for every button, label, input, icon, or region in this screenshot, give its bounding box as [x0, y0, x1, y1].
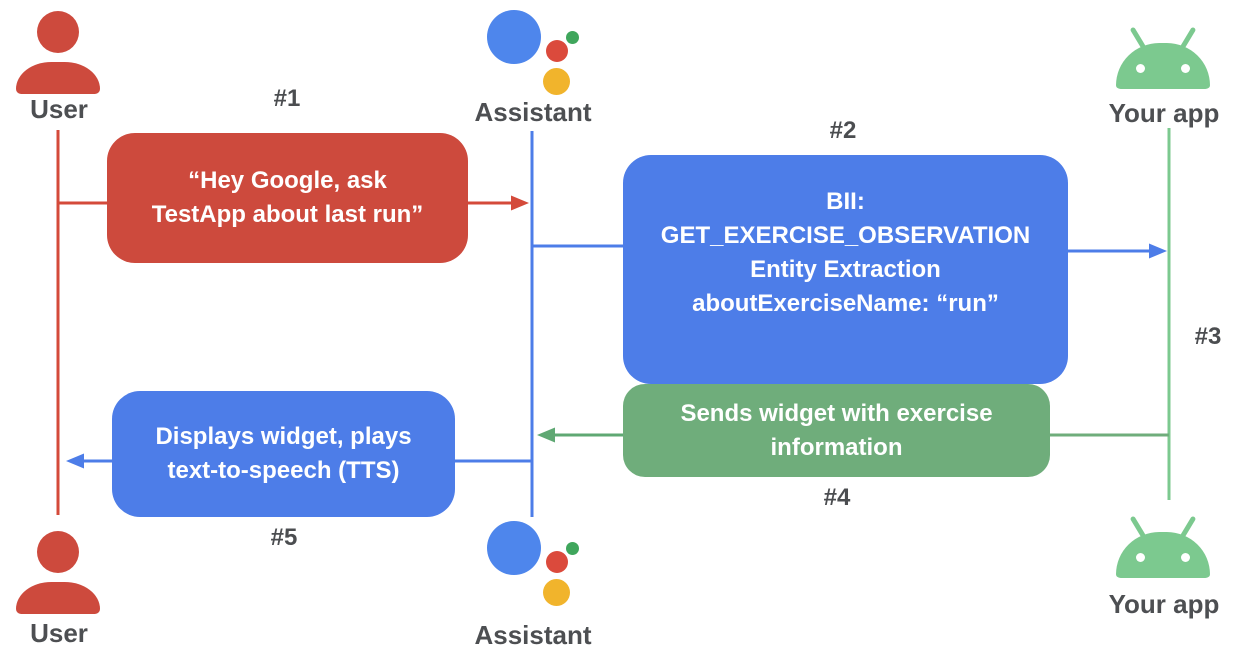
android-eye-right — [1181, 64, 1190, 73]
android-head — [1116, 43, 1210, 89]
message-box-5-tts-display: Displays widget, plays text-to-speech (T… — [112, 391, 455, 517]
step-5-label: #5 — [270, 524, 298, 551]
assistant-blue-dot — [487, 10, 541, 64]
android-eye-left — [1136, 64, 1145, 73]
assistant-bottom-label: Assistant — [474, 620, 592, 650]
message-line: aboutExerciseName: “run” — [692, 289, 999, 317]
android-eye-left — [1136, 553, 1145, 562]
user-icon-head — [37, 531, 79, 573]
assistant-blue-dot — [487, 521, 541, 575]
message-line: GET_EXERCISE_OBSERVATION — [660, 221, 1031, 249]
box5-arrowhead — [66, 453, 84, 469]
message-line: Displays widget, plays — [155, 423, 412, 450]
box4-arrowhead — [537, 427, 555, 443]
assistant-green-dot — [566, 31, 579, 44]
message-line: information — [770, 433, 903, 461]
user-icon-body — [16, 62, 100, 94]
message-line: BII: — [826, 187, 865, 215]
user-icon — [15, 8, 101, 96]
assistant-red-dot — [546, 551, 568, 573]
step-3-label: #3 — [1194, 323, 1222, 350]
google-assistant-logo-icon — [487, 10, 583, 96]
message-line: TestApp about last run” — [151, 201, 424, 228]
assistant-top-label: Assistant — [474, 97, 592, 127]
user-icon-body — [16, 582, 100, 614]
app-top-label: Your app — [1108, 98, 1220, 128]
assistant-red-dot — [546, 40, 568, 62]
message-box-2-bii-intent: BII: GET_EXERCISE_OBSERVATION Entity Ext… — [623, 155, 1068, 384]
user-icon-head — [37, 11, 79, 53]
android-head — [1116, 532, 1210, 578]
box1-arrowhead — [511, 195, 529, 211]
message-line: text-to-speech (TTS) — [167, 457, 400, 484]
google-assistant-logo-icon-bottom — [487, 521, 583, 607]
android-robot-icon-bottom — [1115, 515, 1211, 578]
message-line: Sends widget with exercise — [680, 399, 993, 427]
assistant-yellow-dot — [543, 579, 570, 606]
user-icon-bottom — [15, 528, 101, 616]
step-4-label: #4 — [823, 484, 851, 511]
step-1-label: #1 — [273, 85, 301, 112]
message-line: Entity Extraction — [750, 255, 941, 283]
android-robot-icon — [1115, 26, 1211, 89]
box2-arrowhead — [1149, 243, 1167, 259]
message-box-1-user-query: “Hey Google, ask TestApp about last run” — [107, 133, 468, 263]
assistant-green-dot — [566, 542, 579, 555]
app-bottom-label: Your app — [1108, 589, 1220, 619]
assistant-yellow-dot — [543, 68, 570, 95]
message-line: “Hey Google, ask — [188, 167, 387, 194]
user-top-label: User — [30, 94, 88, 124]
message-box-4-widget-response: Sends widget with exercise information — [623, 384, 1050, 477]
step-2-label: #2 — [829, 117, 857, 144]
user-bottom-label: User — [30, 618, 88, 648]
android-eye-right — [1181, 553, 1190, 562]
